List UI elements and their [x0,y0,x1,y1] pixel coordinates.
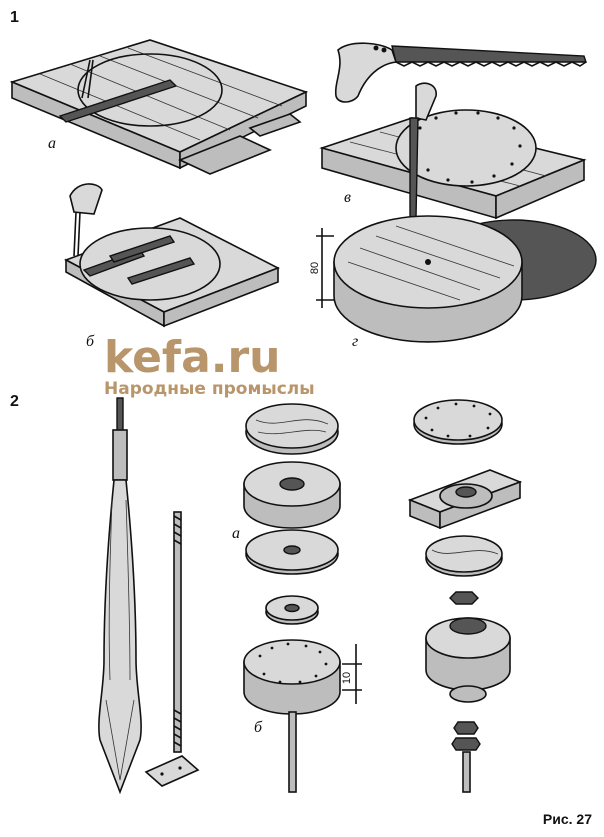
watermark-site: kefa.ru [104,332,281,383]
drawing-1a-board-marking [9,39,309,175]
figure-number-1: 1 [10,9,19,26]
drawing-2-alt-stack [407,399,523,793]
figure-number-2: 2 [10,393,19,410]
drawing-2-threaded-rod [144,511,200,787]
drawing-2a-disk-stack [243,403,341,625]
label-1v: в [344,189,351,206]
watermark-tagline: Народные промыслы [104,379,315,399]
label-2b: б [254,719,263,736]
label-1g: г [352,333,358,350]
dimension-small: 10 [341,672,353,684]
drawing-1v-saw [334,42,587,103]
drawing-2-spindle [98,397,142,795]
drawing-1b-board-strips [64,183,280,328]
label-2a: а [232,525,240,542]
drawing-2b-assembled-disk [243,639,362,793]
drawing-1v-cutting-board [319,82,587,224]
label-1a: а [48,135,56,152]
label-1b: б [86,333,95,350]
drawing-1g-disks [316,215,597,343]
figure-caption: Рис. 27 [543,811,592,827]
dimension-disk-height: 80 [309,262,321,274]
